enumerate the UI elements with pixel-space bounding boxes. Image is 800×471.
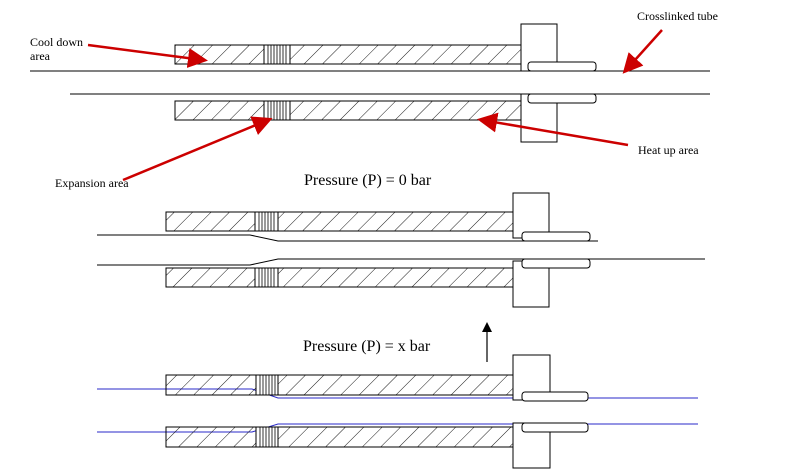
bottom-sleeve-upper (521, 391, 589, 402)
pressure-zero-label: Pressure (P) = 0 bar (304, 172, 432, 189)
pressure-x-label: Pressure (P) = x bar (303, 338, 431, 355)
bottom-lower-die-body (165, 426, 522, 448)
middle-tube-upper-line (97, 234, 598, 242)
heat-up-arrow (477, 112, 629, 147)
crosslinked-tube-arrow (622, 29, 663, 74)
top-upper-die-body (174, 44, 531, 65)
middle-upper-expansion-ribs (254, 211, 279, 232)
cool-down-label: Cool down area (30, 35, 83, 63)
expansion-area-label: Expansion area (55, 176, 129, 190)
bottom-upper-expansion-ribs (255, 374, 279, 396)
cool-down-arrow (87, 43, 208, 68)
middle-assembly (97, 192, 705, 308)
middle-sleeve-upper (521, 231, 591, 242)
crosslinked-tube-label: Crosslinked tube (637, 9, 718, 23)
bottom-sleeve-lower (521, 422, 589, 433)
middle-tube-lower-line (97, 258, 705, 266)
bottom-upper-die-body (165, 374, 522, 396)
middle-sleeve-lower (521, 258, 591, 269)
middle-lower-die-body (165, 267, 523, 288)
top-lower-die-body (174, 100, 531, 121)
pressure-up-arrowhead (482, 322, 492, 332)
middle-lower-expansion-ribs (254, 267, 279, 288)
middle-upper-die-body (165, 211, 523, 232)
heat-up-area-label: Heat up area (638, 143, 699, 157)
top-assembly (30, 23, 710, 143)
cool-down-label-line2: area (30, 49, 50, 63)
cool-down-label-line1: Cool down (30, 35, 84, 49)
bottom-lower-expansion-ribs (255, 426, 279, 448)
bottom-assembly (97, 354, 698, 469)
top-sleeve-lower (527, 93, 597, 104)
top-sleeve-upper (527, 61, 597, 72)
middle-end-block-upper (512, 192, 550, 239)
expansion-arrow (122, 116, 273, 182)
